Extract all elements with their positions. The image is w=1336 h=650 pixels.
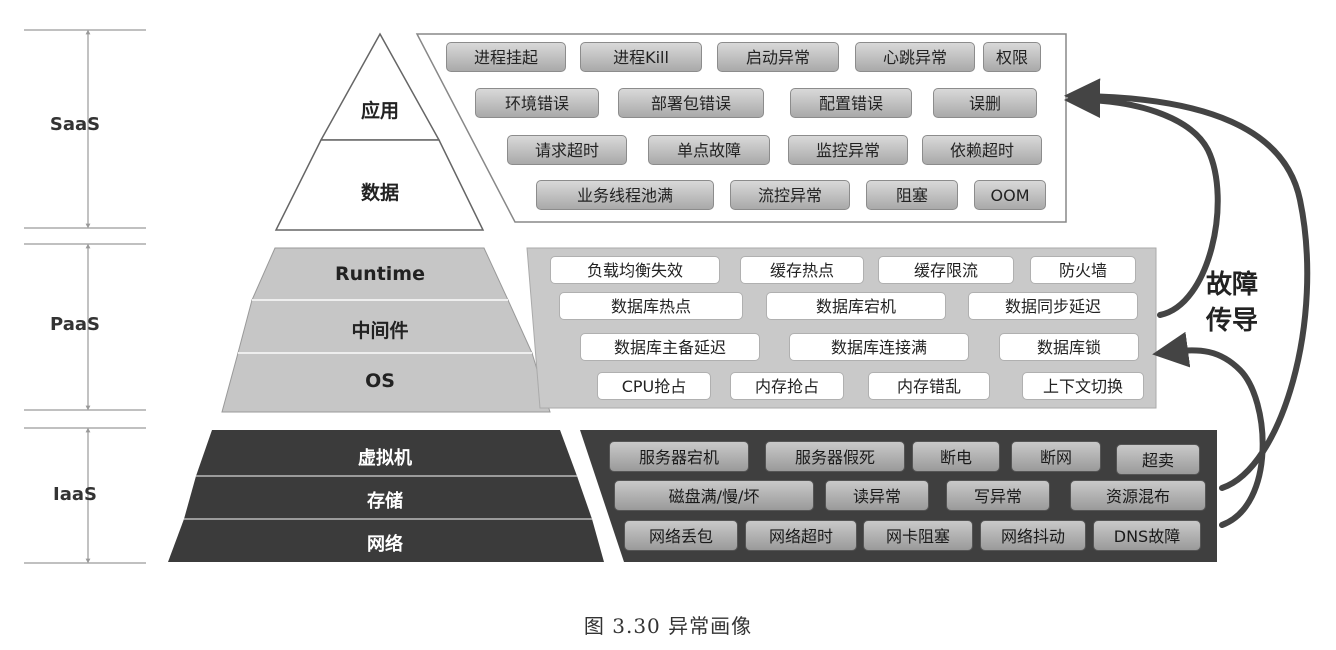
fault-tag: 网卡阻塞 [863,520,973,551]
propagation-arrows [1064,78,1311,528]
fault-tag: 内存抢占 [730,372,844,400]
fault-tag: 超卖 [1116,444,1200,475]
paas-fault-panel [526,247,1157,409]
layer-scale [24,29,146,564]
fault-tag: 单点故障 [648,135,770,165]
fault-tag: 磁盘满/慢/坏 [614,480,814,511]
fault-tag: 数据库宕机 [766,292,946,320]
pyramid-label-middleware: 中间件 [351,320,409,342]
pyramid-label-application: 应用 [360,100,399,122]
fault-tag: 进程Kill [580,42,702,72]
fault-tag: 请求超时 [507,135,627,165]
fault-tag: 心跳异常 [855,42,975,72]
fault-tag: 阻塞 [866,180,958,210]
fault-tag: 环境错误 [475,88,599,118]
iaas-pyramid [168,430,604,562]
layer-label-paas: PaaS [50,314,100,335]
fault-tag: 断电 [912,441,1000,472]
fault-tag: 缓存限流 [878,256,1014,284]
layer-label-iaas: IaaS [53,484,97,505]
pyramid-label-data: 数据 [360,182,399,204]
fault-tag: 防火墙 [1030,256,1136,284]
fault-tag: 服务器假死 [765,441,905,472]
pyramid-label-runtime: Runtime [335,263,425,285]
fault-tag: 监控异常 [788,135,908,165]
fault-tag: 数据库锁 [999,333,1139,361]
fault-tag: 权限 [983,42,1041,72]
fault-tag: 服务器宕机 [609,441,749,472]
fault-tag: 流控异常 [730,180,850,210]
fault-tag: 负载均衡失效 [550,256,720,284]
fault-tag: 启动异常 [717,42,839,72]
saas-pyramid [274,32,485,231]
layer-label-saas: SaaS [49,114,101,135]
fault-tag: 数据库热点 [559,292,743,320]
pyramid-label-vm: 虚拟机 [358,448,412,469]
fault-tag: 业务线程池满 [536,180,714,210]
propagation-label-line2: 传导 [1206,306,1259,336]
fault-tag: 部署包错误 [618,88,764,118]
figure-caption: 图 3.30 异常画像 [583,614,753,638]
fault-tag: 进程挂起 [446,42,566,72]
fault-tag: 数据同步延迟 [968,292,1138,320]
fault-tag: 断网 [1011,441,1101,472]
fault-tag: 资源混布 [1070,480,1206,511]
fault-tag: 网络丢包 [624,520,738,551]
fault-tag: 配置错误 [790,88,912,118]
fault-tag: 上下文切换 [1022,372,1144,400]
pyramid-label-network: 网络 [367,534,403,555]
fault-tag: 依赖超时 [922,135,1042,165]
fault-tag: 读异常 [825,480,929,511]
fault-tag: 缓存热点 [740,256,864,284]
fault-tag: 数据库连接满 [789,333,969,361]
fault-tag: 网络超时 [745,520,857,551]
fault-tag: 内存错乱 [868,372,990,400]
propagation-label-line1: 故障 [1206,270,1259,300]
fault-tag: OOM [974,180,1046,210]
fault-tag: 误删 [933,88,1037,118]
saas-fault-panel [415,33,1067,223]
fault-tag: 网络抖动 [980,520,1086,551]
fault-tag: 数据库主备延迟 [580,333,760,361]
fault-tag: CPU抢占 [597,372,711,400]
fault-tag: DNS故障 [1093,520,1201,551]
paas-pyramid [221,247,551,413]
pyramid-label-storage: 存储 [367,491,403,512]
pyramid-label-os: OS [365,370,395,392]
fault-tag: 写异常 [946,480,1050,511]
